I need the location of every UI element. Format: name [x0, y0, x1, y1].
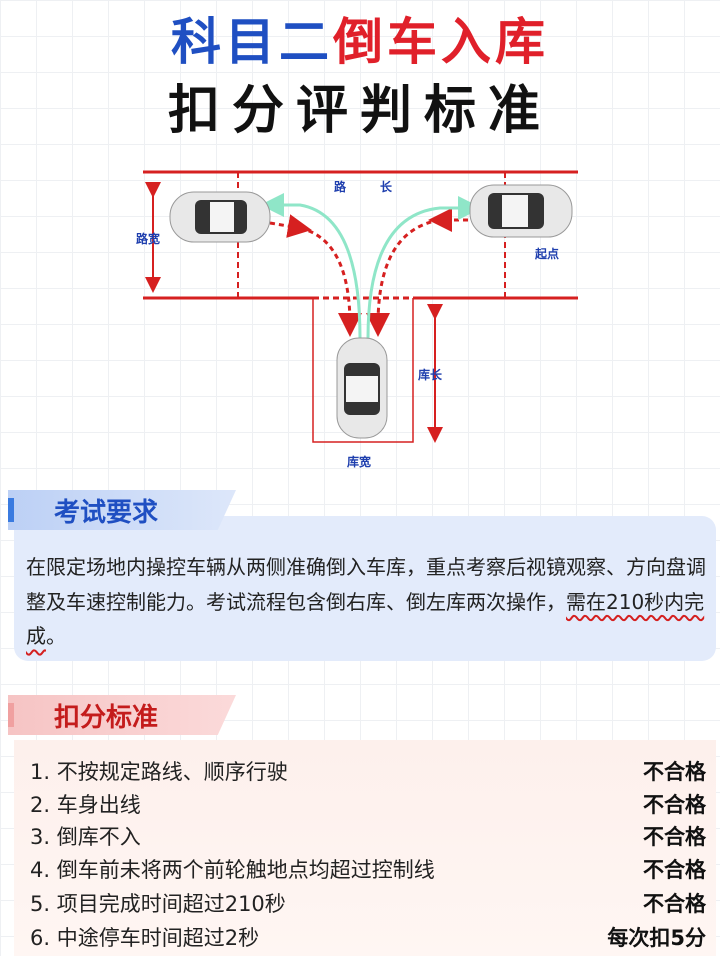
deduction-result: 不合格: [643, 793, 706, 817]
deduction-row: 5. 项目完成时间超过210秒 不合格: [30, 888, 706, 918]
deduction-row: 2. 车身出线 不合格: [30, 789, 706, 819]
requirements-text: 在限定场地内操控车辆从两侧准确倒入车库，重点考察后视镜观察、方向盘调整及车速控制…: [26, 550, 706, 654]
deduction-item: 4. 倒车前未将两个前轮触地点均超过控制线: [30, 858, 435, 882]
deduction-row: 4. 倒车前未将两个前轮触地点均超过控制线 不合格: [30, 854, 706, 884]
garage-length-label: 库长: [418, 368, 443, 382]
deduction-item: 5. 项目完成时间超过210秒: [30, 892, 286, 916]
main-title: 科目二倒车入库: [0, 2, 720, 74]
deduction-result: 每次扣5分: [607, 926, 706, 950]
deduction-result: 不合格: [643, 825, 706, 849]
deduction-item: 6. 中途停车时间超过2秒: [30, 926, 260, 950]
requirements-text-end: 。: [46, 624, 66, 648]
title-topic: 倒车入库: [333, 13, 549, 71]
deduction-result: 不合格: [643, 892, 706, 916]
time-limit-highlight: 需在210秒内完成: [26, 589, 705, 649]
parking-diagram: [143, 170, 578, 443]
deduction-result: 不合格: [643, 858, 706, 882]
start-label: 起点: [535, 247, 560, 261]
deduction-row: 6. 中途停车时间超过2秒 每次扣5分: [30, 922, 706, 952]
requirements-text-main: 在限定场地内操控车辆从两侧准确倒入车库，重点考察后视镜观察、方向盘调整及车速控制…: [26, 555, 706, 614]
deduction-row: 3. 倒库不入 不合格: [30, 821, 706, 851]
requirements-box: [14, 516, 716, 661]
deduction-item: 1. 不按规定路线、顺序行驶: [30, 760, 288, 784]
road-length-label-2: 长: [380, 180, 393, 194]
deduction-row: 1. 不按规定路线、顺序行驶 不合格: [30, 756, 706, 786]
subtitle: 扣分评判标准: [167, 81, 552, 141]
deductions-heading: 扣分标准: [8, 695, 236, 735]
deduction-item: 2. 车身出线: [30, 793, 141, 817]
deductions-box: [14, 740, 716, 956]
road-width-label: 路宽: [136, 232, 161, 246]
deduction-item: 3. 倒库不入: [30, 825, 141, 849]
road-length-label-1: 路: [334, 180, 347, 194]
garage-width-label: 库宽: [347, 455, 372, 469]
title-subject: 科目二: [171, 13, 333, 71]
deduction-result: 不合格: [643, 760, 706, 784]
requirements-heading: 考试要求: [8, 490, 236, 530]
car-icons: [169, 184, 573, 439]
